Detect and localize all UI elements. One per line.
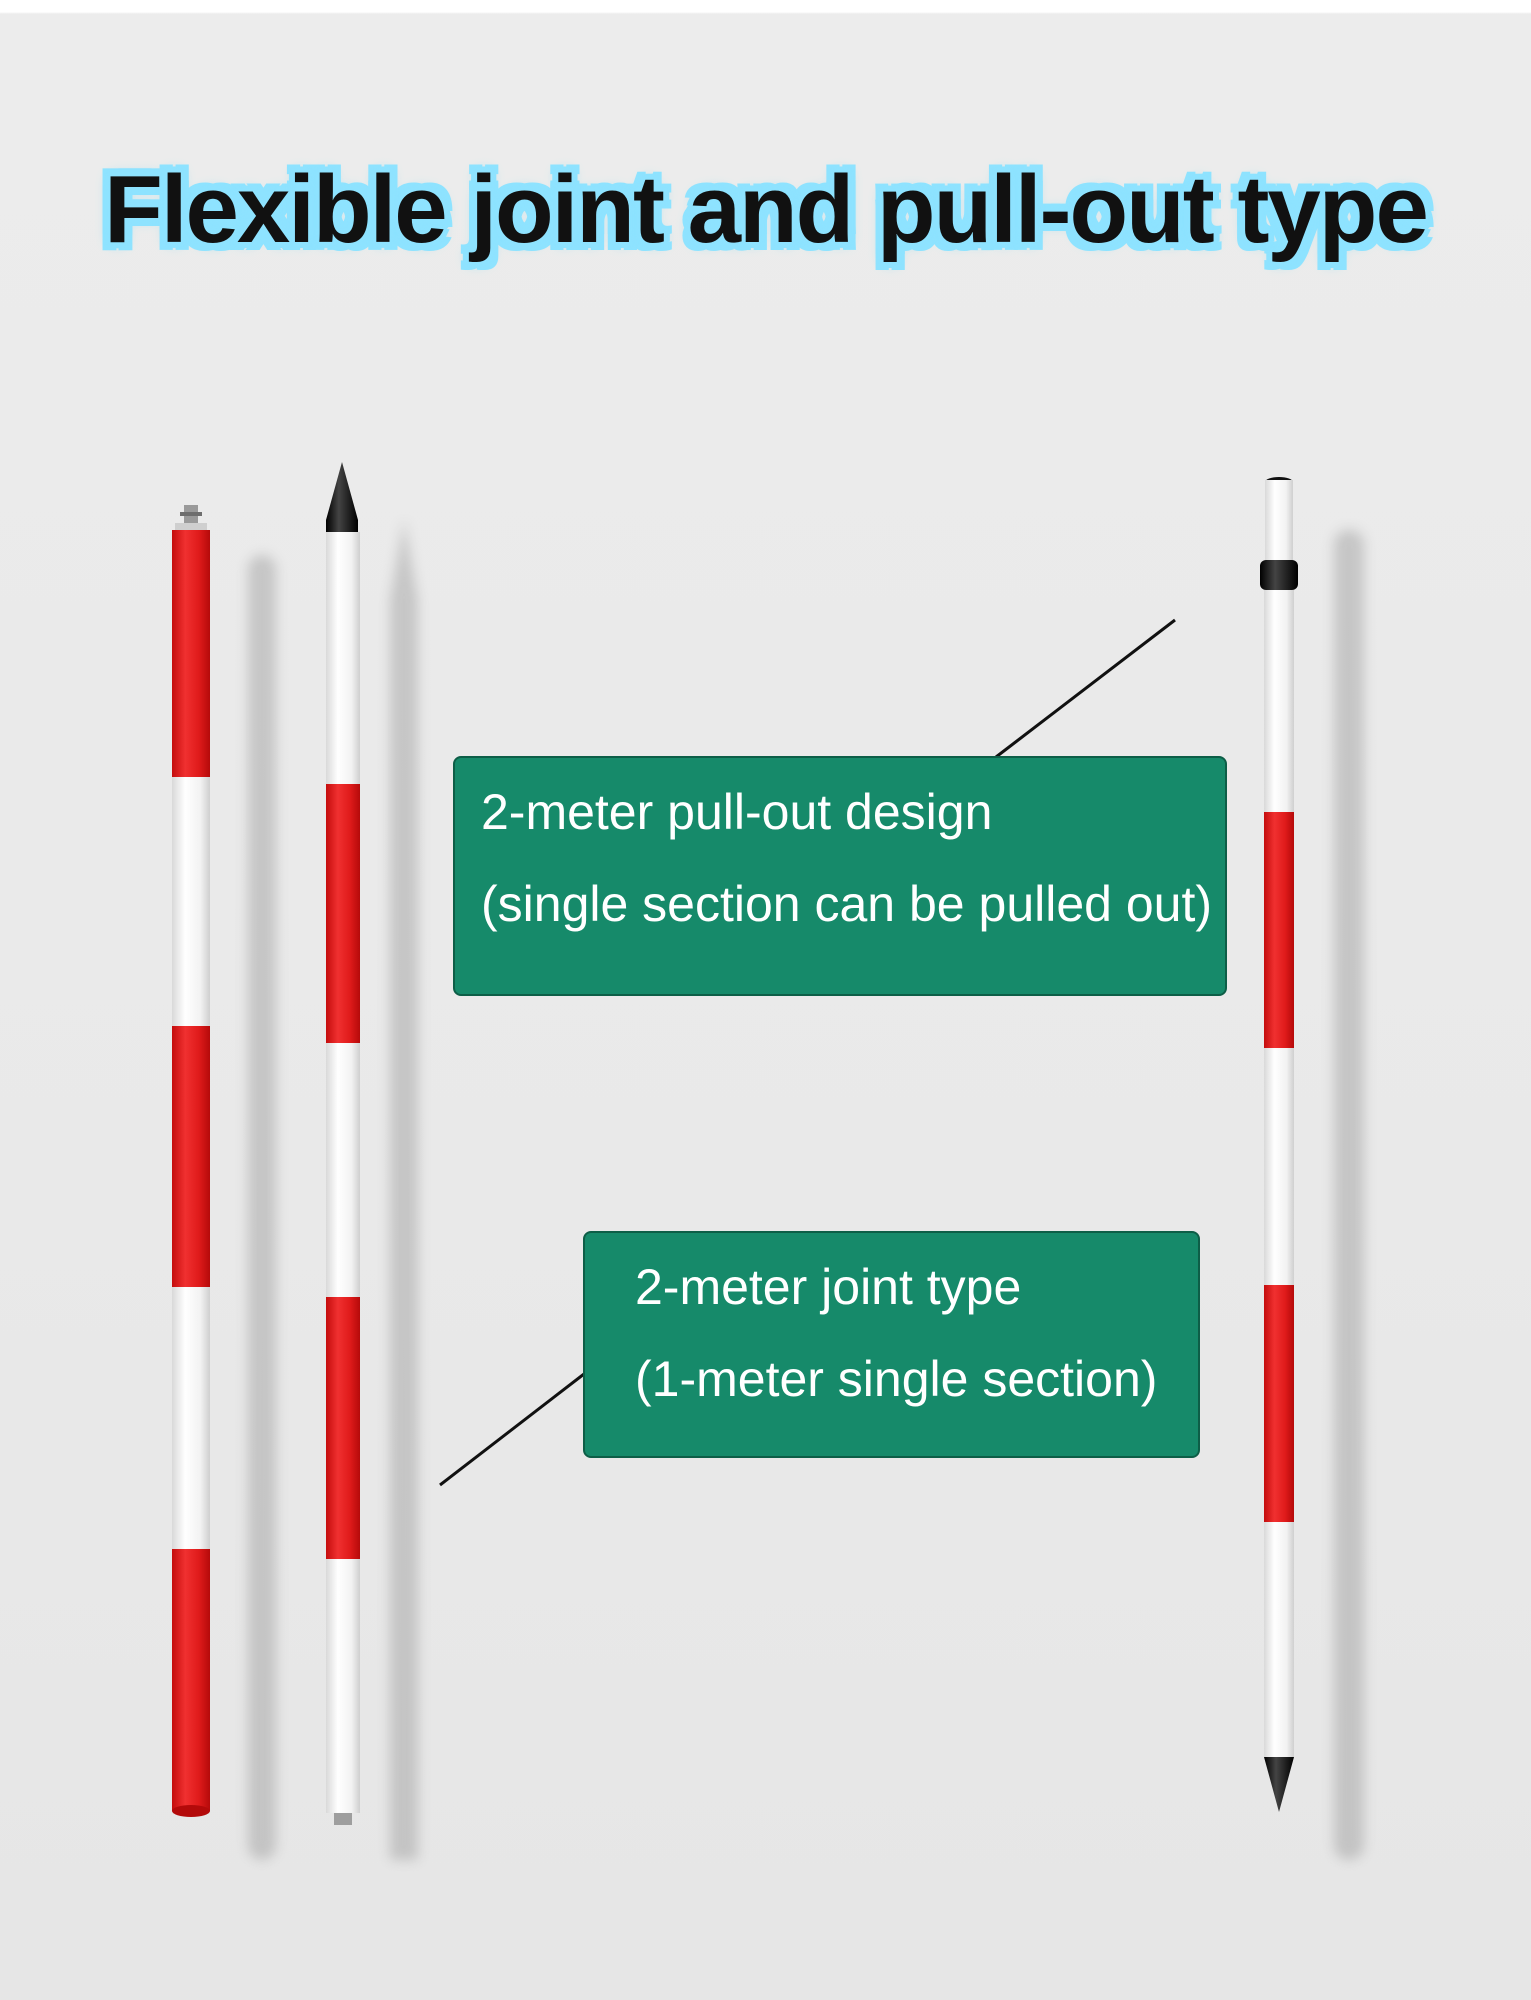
callout-pullout-design: 2-meter pull-out design (single section … [453, 756, 1227, 996]
callout-pullout-line2: (single section can be pulled out) [481, 876, 1213, 932]
pole-shadows [248, 520, 1364, 1860]
callout-joint-line2: (1-meter single section) [635, 1351, 1158, 1407]
callout-pullout-line1: 2-meter pull-out design [481, 784, 993, 840]
range-pole-red-top-icon [172, 505, 210, 1817]
leader-line-joint [439, 1372, 585, 1487]
callout-joint-type: 2-meter joint type (1-meter single secti… [583, 1231, 1200, 1458]
page-title: Flexible joint and pull-out type [104, 156, 1429, 263]
range-pole-white-top-pointed-icon [326, 462, 360, 1825]
callout-joint-line1: 2-meter joint type [635, 1259, 1022, 1315]
range-pole-pullout-icon [1260, 477, 1298, 1812]
leader-line-pullout [995, 618, 1176, 759]
